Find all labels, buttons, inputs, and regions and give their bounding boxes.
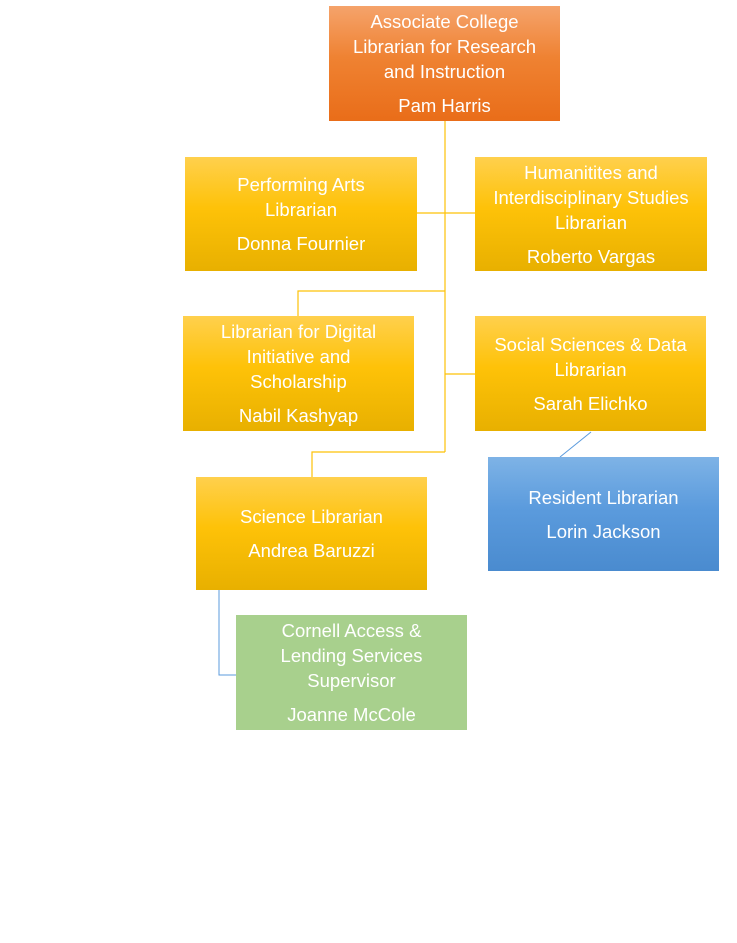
node-resident-title: Resident Librarian: [528, 486, 679, 508]
node-science-title: Science Librarian: [240, 506, 383, 527]
node-resident-person: Lorin Jackson: [546, 520, 661, 542]
node-performing-arts-title: Performing Arts Librarian: [237, 174, 365, 220]
node-digital: Librarian for Digital Initiative and Sch…: [183, 316, 414, 431]
node-science-person: Andrea Baruzzi: [248, 540, 375, 561]
branch-line-resident: [559, 431, 592, 458]
branch-line-science: [311, 451, 445, 477]
node-social-sciences: Social Sciences & Data Librarian Sarah E…: [475, 316, 706, 431]
node-performing-arts-person: Donna Fournier: [236, 233, 366, 254]
node-digital-title: Librarian for Digital Initiative and Sch…: [220, 321, 377, 392]
node-cornell-title: Cornell Access & Lending Services Superv…: [280, 620, 423, 691]
node-cornell-person: Joanne McCole: [287, 704, 416, 725]
node-humanities: Humanitites and Interdisciplinary Studie…: [475, 157, 707, 271]
node-head-title: Associate College Librarian for Research…: [352, 11, 537, 82]
node-social-sciences-title: Social Sciences & Data Librarian: [494, 333, 687, 380]
node-humanities-person: Roberto Vargas: [526, 245, 656, 267]
node-head-person: Pam Harris: [398, 95, 491, 116]
node-digital-person: Nabil Kashyap: [238, 405, 359, 426]
node-social-sciences-person: Sarah Elichko: [533, 392, 648, 414]
node-resident: Resident Librarian Lorin Jackson: [488, 457, 719, 571]
node-science: Science Librarian Andrea Baruzzi: [196, 477, 427, 590]
node-head: Associate College Librarian for Research…: [329, 6, 560, 121]
branch-line-digital: [297, 290, 445, 316]
node-cornell: Cornell Access & Lending Services Superv…: [236, 615, 467, 730]
branch-line-cornell: [218, 590, 236, 676]
node-humanities-title: Humanitites and Interdisciplinary Studie…: [493, 161, 689, 233]
node-performing-arts: Performing Arts Librarian Donna Fournier: [185, 157, 417, 271]
